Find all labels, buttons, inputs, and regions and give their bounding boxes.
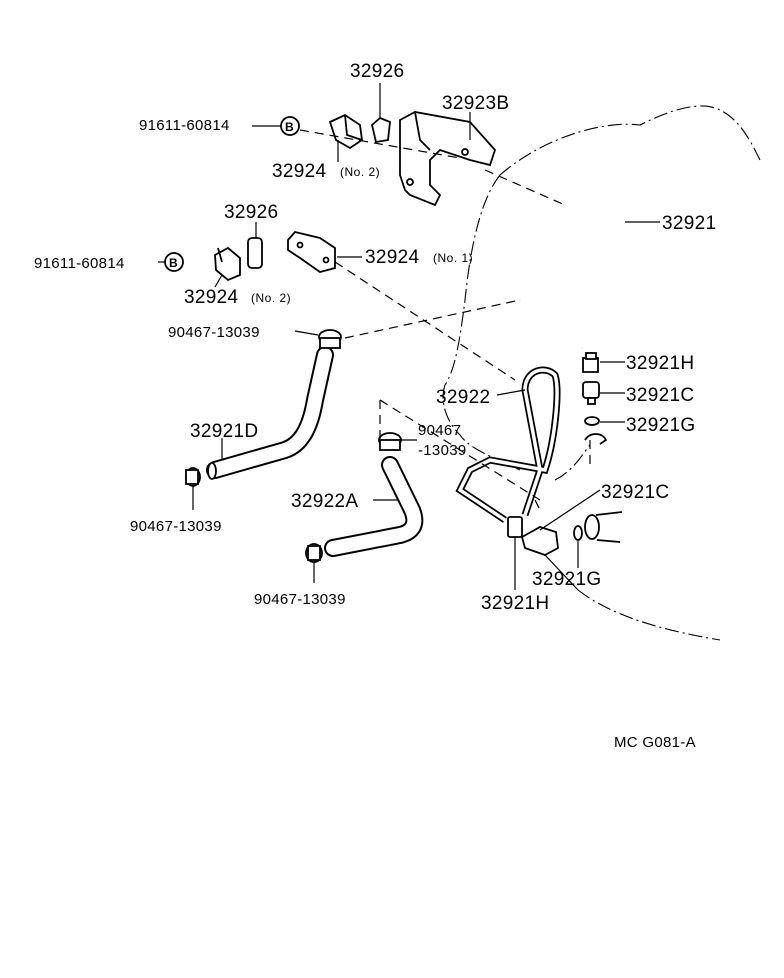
label-32921c-low: 32921C: [601, 482, 669, 503]
engine-outline: [442, 105, 761, 641]
label-32921d: 32921D: [190, 421, 258, 442]
dashed-connectors: [299, 129, 591, 511]
hose-end-right: [584, 433, 608, 445]
figure-code: MC G081-A: [614, 734, 696, 751]
label-90467-13039-a: 90467-13039: [168, 324, 260, 341]
label-32924-no1: 32924: [365, 247, 419, 268]
pipe-32921: [518, 175, 627, 349]
label-32921g-right: 32921G: [626, 415, 695, 436]
joint-32921c-low: [507, 516, 559, 556]
label-32921: 32921: [662, 213, 716, 234]
label-90467-b-line2: -13039: [418, 442, 467, 459]
label-32924-no2-mid: 32924: [184, 287, 238, 308]
label-32921h-low: 32921H: [481, 593, 549, 614]
bracket-32924-no1: [287, 230, 336, 273]
clamp-90467-b: [185, 467, 201, 487]
label-32921h-right: 32921H: [626, 353, 694, 374]
sleeve-32926-mid: [247, 237, 263, 269]
hose-32921d: [206, 346, 334, 480]
label-32926-mid: 32926: [224, 202, 278, 223]
bolt-marker-top: B: [280, 116, 300, 136]
washer-32921g-low: [573, 525, 583, 541]
clamp-90467-d: [305, 543, 323, 563]
label-32922a: 32922A: [291, 491, 358, 512]
label-no2-top: (No. 2): [340, 165, 380, 179]
clamp-32924-no2-top: [328, 113, 363, 150]
clamp-32924-no2-mid: [214, 246, 241, 282]
labels: 32926 32923B 91611-60814 32924 (No. 2) 3…: [34, 61, 716, 751]
label-90467-13039-c: 90467-13039: [130, 518, 222, 535]
clamp-90467-c: [378, 432, 402, 451]
label-91611-60814-top: 91611-60814: [139, 117, 230, 134]
label-91611-60814-mid: 91611-60814: [34, 255, 125, 272]
fitting-32921c-right: [582, 381, 600, 405]
label-32922: 32922: [436, 387, 490, 408]
label-90467-13039-d: 90467-13039: [254, 591, 346, 608]
hose-32922a: [324, 456, 424, 557]
washer-32921g-right: [584, 416, 600, 426]
leader-lines: [158, 83, 660, 591]
sleeve-32926-top: [370, 116, 391, 144]
label-no1: (No. 1): [433, 251, 473, 265]
bracket-32923b: [399, 111, 497, 207]
bolt-marker-mid: B: [164, 252, 184, 272]
label-no2-mid: (No. 2): [251, 291, 291, 305]
pipe-32922: [455, 366, 561, 523]
port-right: [584, 511, 623, 543]
label-32921g-low: 32921G: [532, 569, 601, 590]
label-32921c-right: 32921C: [626, 385, 694, 406]
bolt-marker-top-label: B: [285, 120, 294, 134]
bolt-marker-mid-label: B: [169, 256, 178, 270]
label-90467-b-line1: 90467: [418, 422, 461, 439]
label-32926-top: 32926: [350, 61, 404, 82]
label-32923b: 32923B: [442, 93, 509, 114]
fitting-32921h-right: [582, 352, 599, 373]
clamp-90467-a: [318, 329, 342, 349]
label-32924-no2-top: 32924: [272, 161, 326, 182]
